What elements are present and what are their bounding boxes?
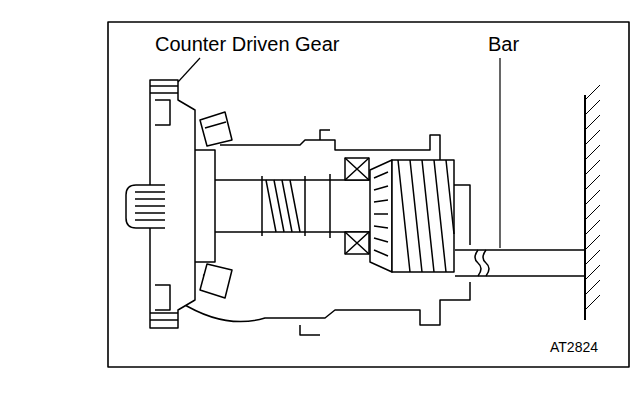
roller-bearing [345,232,369,254]
shaft [215,174,380,238]
roller-bearing [345,158,369,254]
part-name: Counter Driven Gear [153,33,342,55]
spline-shaft [126,185,165,228]
helical-gear [370,160,392,272]
bar [483,250,489,276]
helical-gear [374,172,388,256]
roller-bearing [345,158,369,180]
leader-line [178,58,200,82]
leader-line [499,58,500,248]
wall [585,85,600,310]
frame [108,22,629,367]
figure-code: AT2824 [548,340,600,355]
roller-bearing [345,158,369,180]
bearing [200,112,232,146]
bearing [203,122,226,282]
roller-bearing [345,232,369,254]
case [180,130,470,335]
bearing [200,264,232,298]
leader-line [178,58,500,248]
shaft [262,176,305,236]
bar [455,250,585,276]
bar [455,250,585,276]
bar [475,250,481,276]
shaft [329,174,331,238]
case [320,130,330,140]
bearing [200,112,232,298]
shaft [266,180,300,232]
helical-gear [370,160,454,272]
helical-gear [398,160,454,272]
frame [108,22,629,367]
spline-shaft [135,192,165,220]
case [300,325,320,335]
counter-driven-gear [195,150,215,262]
helical-gear [392,160,454,272]
part-name: Bar [486,33,521,55]
shaft [215,180,380,232]
spline-shaft [126,185,165,228]
wall [585,85,600,320]
